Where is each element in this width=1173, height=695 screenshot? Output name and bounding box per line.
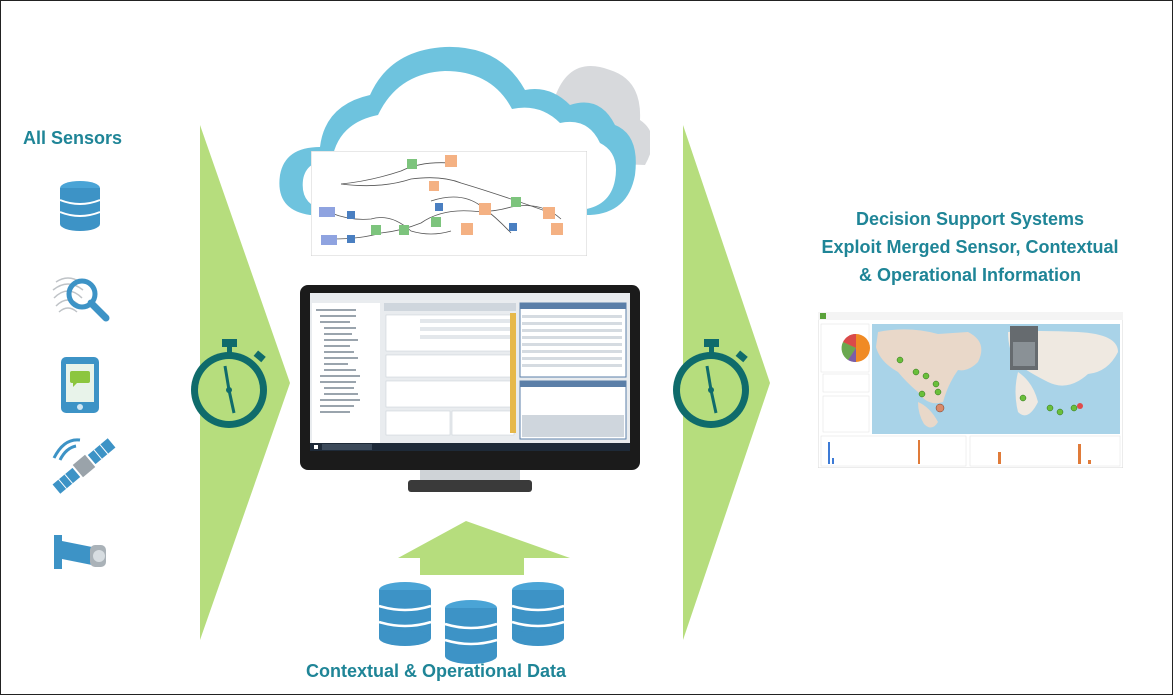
dss-title-line-3: & Operational Information — [858, 265, 1081, 285]
workflow-screenshot — [311, 151, 587, 256]
satellite-icon — [52, 438, 116, 494]
fingerprint-search-icon — [52, 277, 110, 322]
database-icon — [444, 600, 498, 664]
dss-title: Decision Support Systems Exploit Merged … — [790, 205, 1150, 289]
database-icon — [378, 582, 432, 646]
sensors-title: All Sensors — [23, 128, 123, 148]
stopwatch-icon — [191, 339, 267, 428]
dashboard-screenshot — [818, 312, 1123, 468]
contextual-data-label: Contextual & Operational Data — [306, 661, 567, 681]
computer-monitor-icon — [300, 285, 640, 492]
dss-title-line-1: Decision Support Systems — [855, 209, 1085, 229]
smartphone-message-icon — [61, 357, 99, 413]
dss-title-line-2: Exploit Merged Sensor, Contextual — [821, 237, 1119, 257]
up-flow-arrow — [398, 521, 570, 575]
database-icon — [59, 181, 101, 231]
database-icon — [511, 582, 565, 646]
security-camera-icon — [54, 535, 106, 569]
stopwatch-icon — [673, 339, 749, 428]
